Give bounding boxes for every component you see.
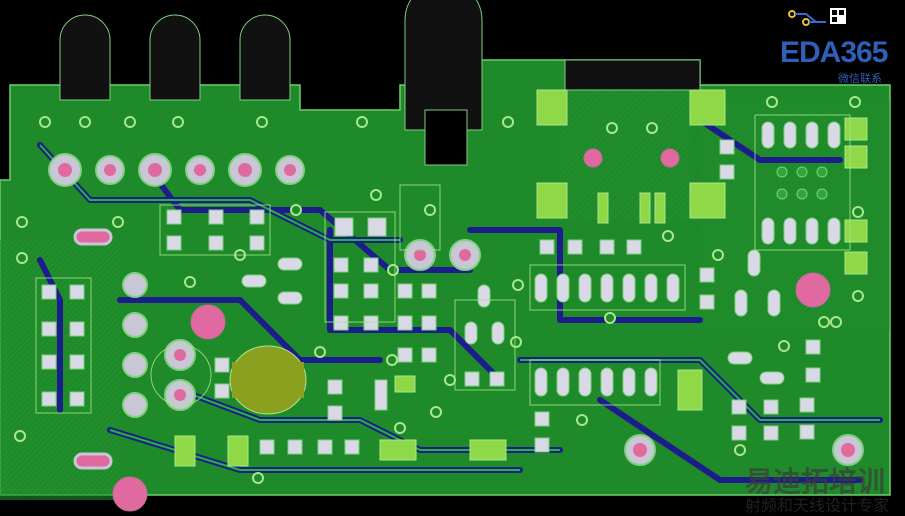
accent-pads[interactable] — [174, 89, 868, 467]
oval-pads[interactable] — [73, 228, 113, 470]
silkscreen — [35, 114, 851, 414]
training-subtitle: 射频和天线设计专家 — [745, 498, 890, 515]
mounting-holes[interactable] — [112, 148, 831, 512]
ic-u3-pads[interactable] — [241, 121, 841, 385]
through-hole-pads[interactable] — [48, 153, 864, 466]
training-title: 易迪拓培训 — [745, 466, 886, 497]
eda365-watermark: EDA365 微信联系 — [780, 6, 902, 86]
training-watermark: 易迪拓培训 射频和天线设计专家 — [745, 460, 903, 515]
thermal-vias — [776, 166, 828, 200]
ic-u2-pads[interactable] — [534, 367, 658, 397]
ic-u1-pads[interactable] — [534, 273, 680, 303]
eda365-logo-text: EDA365 — [780, 36, 888, 69]
crystal-y1[interactable] — [229, 345, 307, 415]
top-connectors — [59, 0, 701, 166]
smd-pads[interactable] — [41, 139, 821, 455]
vias — [14, 96, 864, 484]
qr-code-circuit-icon — [788, 8, 846, 26]
eda365-sub-text: 微信联系 — [838, 73, 882, 85]
